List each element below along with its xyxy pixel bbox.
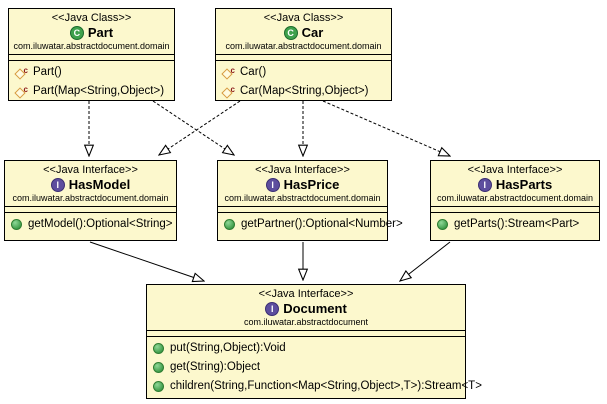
node-header: <<Java Interface>> I Document com.iluwat… — [147, 285, 465, 331]
member-label: getPartner():Optional<Number> — [241, 218, 403, 230]
member-row[interactable]: getParts():Stream<Part> — [431, 215, 599, 234]
member-row[interactable]: get(String):Object — [147, 358, 465, 377]
node-name: HasParts — [495, 177, 553, 192]
package-label: com.iluwatar.abstractdocument.domain — [225, 41, 382, 51]
edge-car-hasmodel — [159, 100, 241, 155]
method-icon — [224, 219, 235, 230]
class-node-car[interactable]: <<Java Class>> C Car com.iluwatar.abstra… — [215, 8, 392, 101]
member-label: Part(Map<String,Object>) — [33, 85, 165, 97]
interface-node-document[interactable]: <<Java Interface>> I Document com.iluwat… — [146, 284, 482, 399]
node-name: Car — [301, 25, 324, 40]
member-label: children(String,Function<Map<String,Obje… — [170, 380, 482, 392]
class-node-part[interactable]: <<Java Class>> C Part com.iluwatar.abstr… — [8, 8, 175, 101]
member-label: put(String,Object):Void — [170, 342, 286, 354]
stereotype-label: <<Java Class>> — [51, 12, 132, 24]
stereotype-label: <<Java Interface>> — [467, 164, 563, 176]
stereotype-label: <<Java Interface>> — [43, 164, 138, 176]
member-row[interactable]: children(String,Function<Map<String,Obje… — [147, 377, 482, 396]
node-name: HasModel — [68, 177, 131, 192]
package-label: com.iluwatar.abstractdocument — [243, 317, 369, 327]
fields-compartment — [431, 207, 599, 213]
node-name: Document — [283, 301, 347, 316]
member-row[interactable]: c Car() — [216, 63, 391, 82]
member-label: Car() — [240, 66, 267, 78]
node-header: <<Java Interface>> I HasPrice com.iluwat… — [218, 161, 387, 207]
fields-compartment — [218, 207, 387, 213]
class-icon: C — [283, 26, 298, 40]
constructor-icon: c — [221, 85, 235, 99]
constructor-icon: c — [14, 85, 28, 99]
package-label: com.iluwatar.abstractdocument.domain — [224, 193, 381, 203]
member-label: getParts():Stream<Part> — [454, 218, 580, 230]
interface-node-hasmodel[interactable]: <<Java Interface>> I HasModel com.iluwat… — [4, 160, 177, 241]
member-label: Car(Map<String,Object>) — [240, 85, 369, 97]
method-icon — [153, 343, 164, 354]
node-header: <<Java Class>> C Car com.iluwatar.abstra… — [216, 9, 391, 55]
interface-icon: I — [50, 178, 65, 192]
member-row[interactable]: c Car(Map<String,Object>) — [216, 82, 391, 101]
member-row[interactable]: c Part(Map<String,Object>) — [9, 82, 174, 101]
stereotype-label: <<Java Class>> — [263, 12, 344, 24]
fields-compartment — [5, 207, 176, 213]
method-icon — [437, 219, 448, 230]
method-icon — [153, 381, 164, 392]
node-header: <<Java Class>> C Part com.iluwatar.abstr… — [9, 9, 174, 55]
member-row[interactable]: getPartner():Optional<Number> — [218, 215, 403, 234]
member-label: getModel():Optional<String> — [28, 218, 173, 230]
interface-icon: I — [477, 178, 492, 192]
edge-hasmodel-document — [89, 241, 204, 281]
package-label: com.iluwatar.abstractdocument.domain — [13, 41, 170, 51]
members-compartment: put(String,Object):Void get(String):Obje… — [147, 337, 482, 398]
members-compartment: c Car() c Car(Map<String,Object>) — [216, 61, 391, 101]
members-compartment: getModel():Optional<String> — [5, 213, 176, 240]
member-row[interactable]: getModel():Optional<String> — [5, 215, 176, 234]
package-label: com.iluwatar.abstractdocument.domain — [436, 193, 594, 203]
constructor-icon: c — [221, 66, 235, 80]
node-header: <<Java Interface>> I HasParts com.iluwat… — [431, 161, 599, 207]
members-compartment: getParts():Stream<Part> — [431, 213, 599, 240]
interface-icon: I — [265, 302, 280, 316]
node-name: HasPrice — [283, 177, 340, 192]
node-header: <<Java Interface>> I HasModel com.iluwat… — [5, 161, 176, 207]
interface-icon: I — [265, 178, 280, 192]
class-icon: C — [69, 26, 84, 40]
edge-car-hasparts — [322, 100, 450, 156]
method-icon — [153, 362, 164, 373]
fields-compartment — [147, 331, 465, 337]
edge-part-hasprice — [152, 100, 234, 155]
method-icon — [11, 219, 22, 230]
member-label: Part() — [33, 66, 62, 78]
stereotype-label: <<Java Interface>> — [255, 164, 350, 176]
package-label: com.iluwatar.abstractdocument.domain — [12, 193, 169, 203]
edge-hasparts-document — [400, 241, 451, 281]
constructor-icon: c — [14, 66, 28, 80]
stereotype-label: <<Java Interface>> — [258, 288, 354, 300]
fields-compartment — [9, 55, 174, 61]
interface-node-hasparts[interactable]: <<Java Interface>> I HasParts com.iluwat… — [430, 160, 600, 241]
member-label: get(String):Object — [170, 361, 261, 373]
interface-node-hasprice[interactable]: <<Java Interface>> I HasPrice com.iluwat… — [217, 160, 403, 241]
member-row[interactable]: c Part() — [9, 63, 174, 82]
member-row[interactable]: put(String,Object):Void — [147, 339, 465, 358]
members-compartment: c Part() c Part(Map<String,Object>) — [9, 61, 174, 101]
fields-compartment — [216, 55, 391, 61]
node-name: Part — [87, 25, 114, 40]
members-compartment: getPartner():Optional<Number> — [218, 213, 403, 240]
